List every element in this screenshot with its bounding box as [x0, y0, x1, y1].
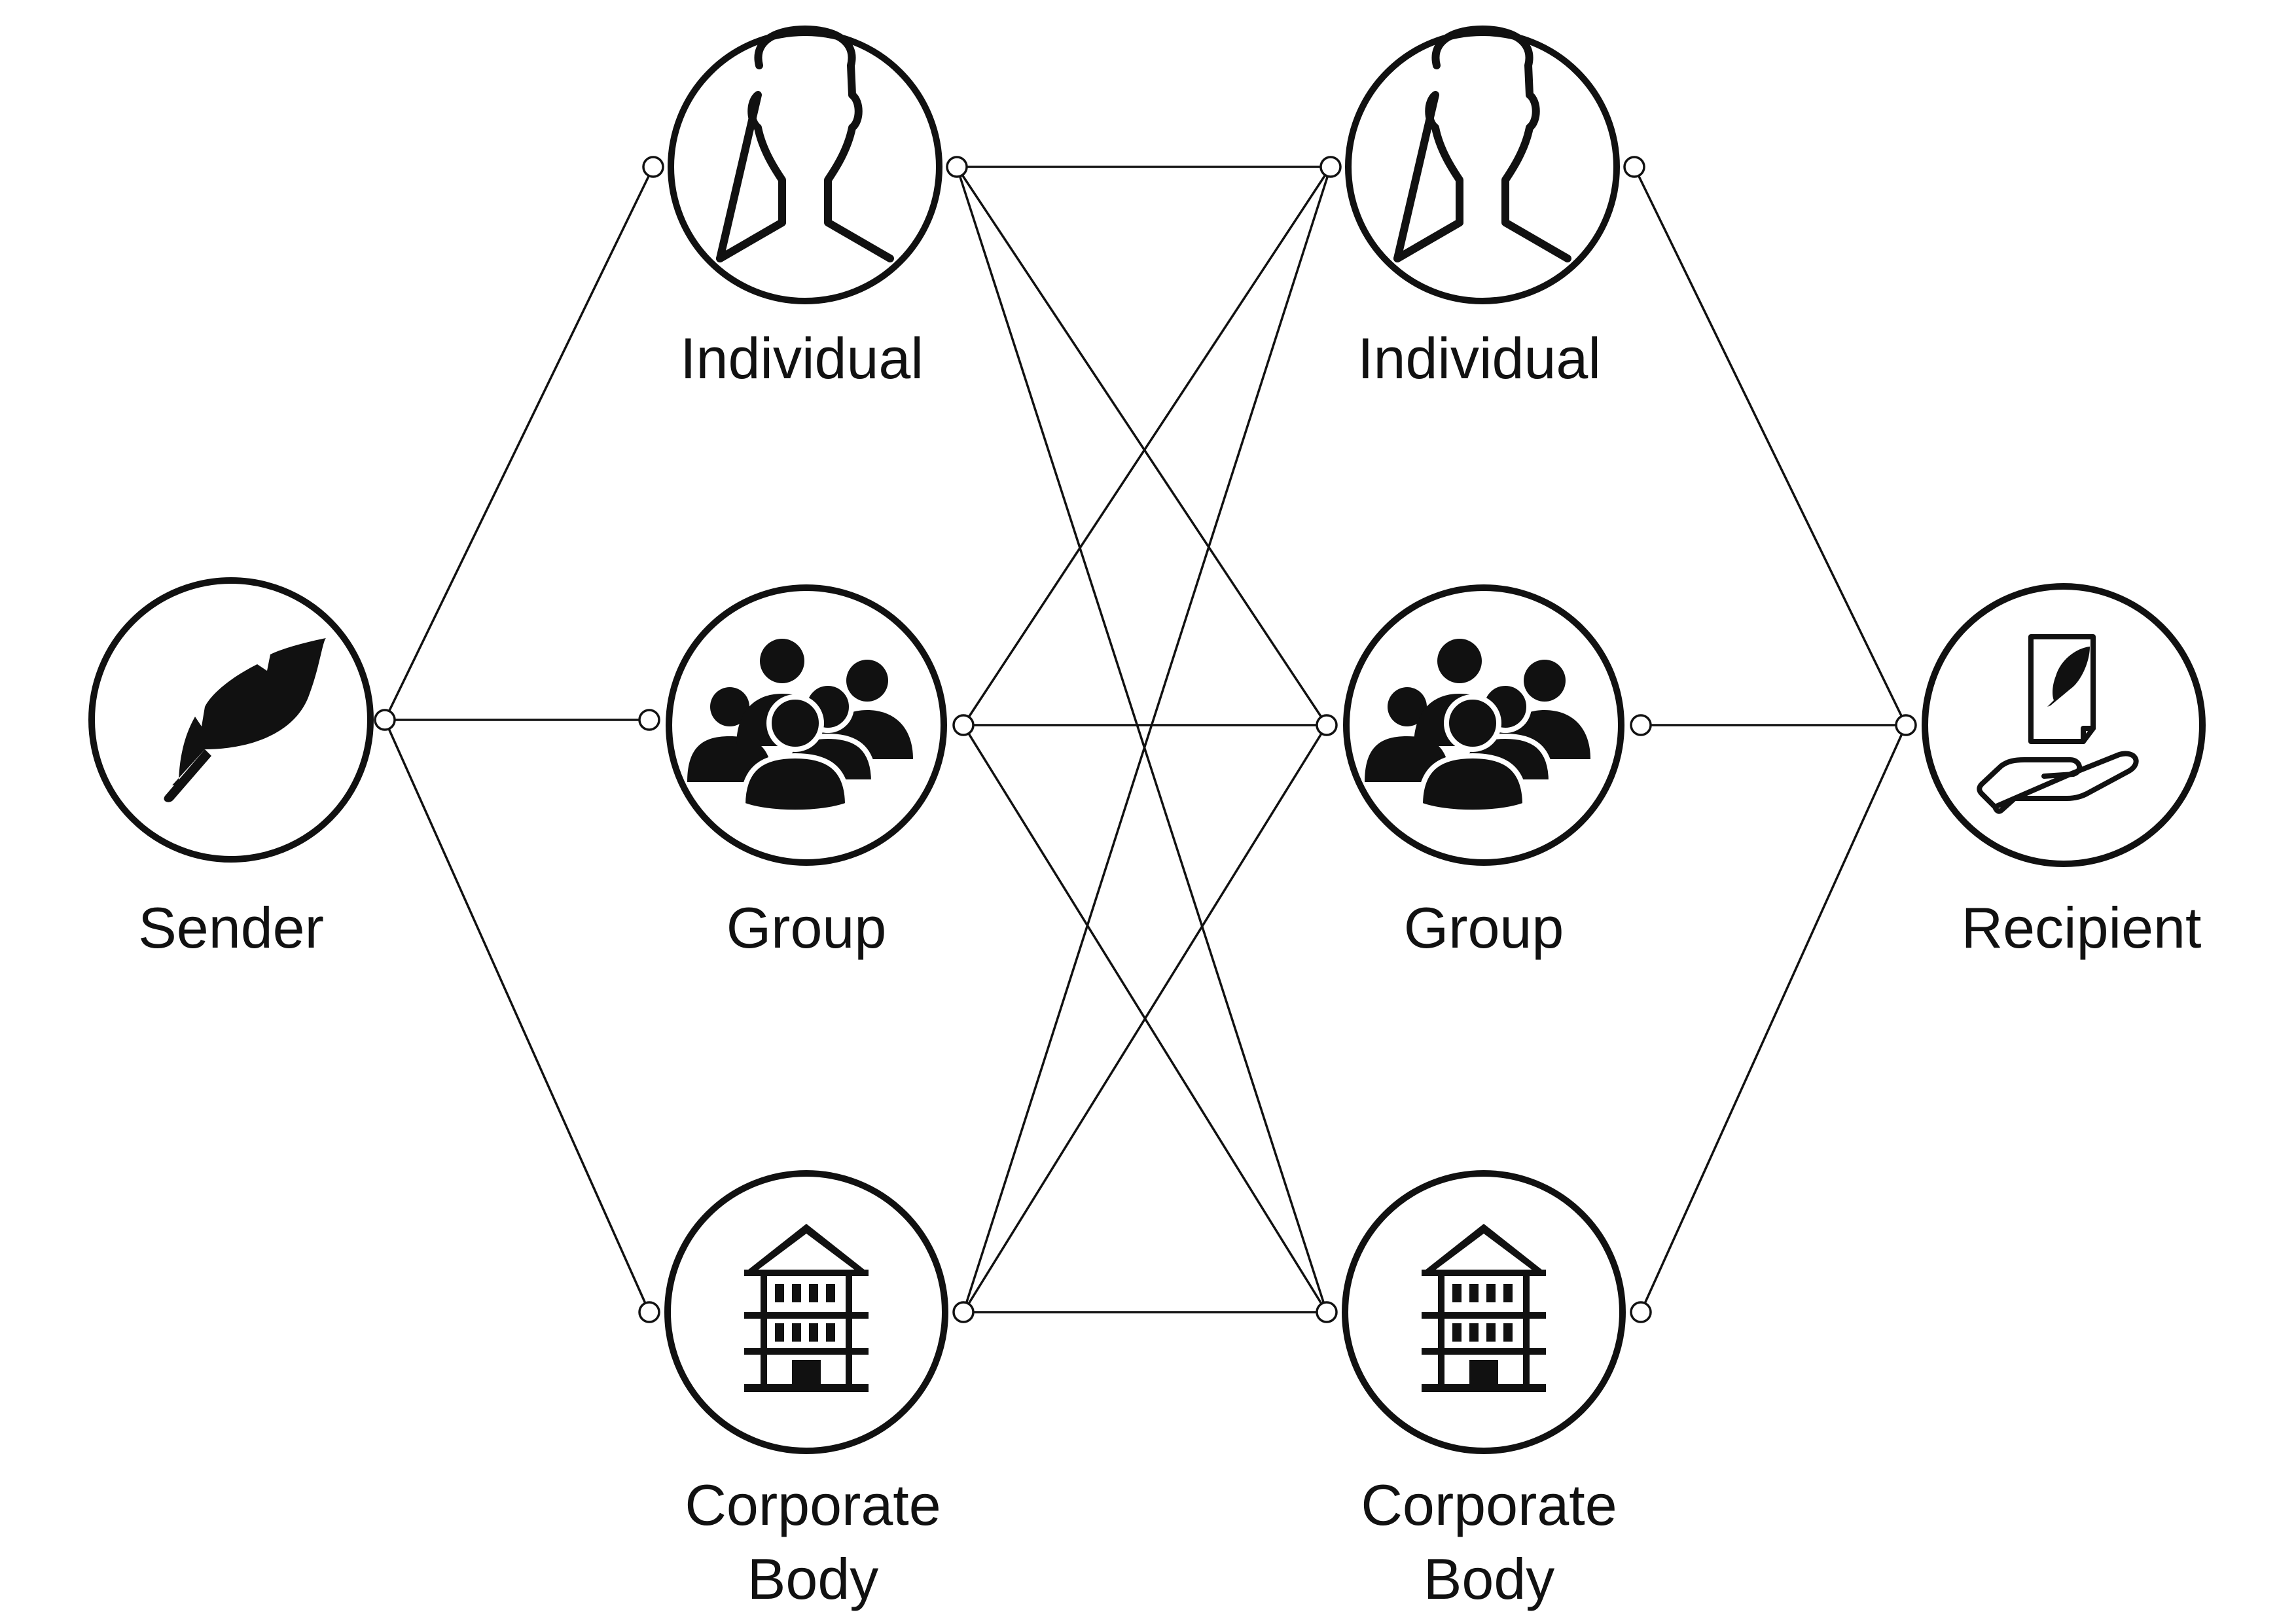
node-sender: Sender	[88, 577, 374, 960]
group-left-label: Group	[726, 895, 887, 960]
port-corporate-left-out	[952, 1301, 975, 1323]
group-right-label: Group	[1404, 895, 1564, 960]
edge-sender-individual	[384, 166, 655, 721]
port-individual-right-in	[1319, 156, 1342, 178]
port-group-right-out	[1630, 714, 1652, 736]
node-individual-left: Individual	[668, 29, 942, 391]
ports	[374, 156, 1917, 1323]
individual-left-label: Individual	[680, 326, 924, 391]
corporate-left-label-line2: Body	[747, 1546, 879, 1611]
port-group-right-in	[1316, 714, 1338, 736]
recipient-label: Recipient	[1962, 895, 2202, 960]
node-recipient: Recipient	[1922, 583, 2206, 960]
node-group-left: Group	[666, 584, 947, 960]
node-corporate-left: Corporate Body	[664, 1170, 948, 1611]
edges	[384, 166, 1907, 1313]
port-sender-out	[374, 709, 396, 731]
feather-icon	[164, 638, 326, 802]
port-individual-left-out	[946, 156, 968, 178]
individual-right-label: Individual	[1357, 326, 1601, 391]
edge-individual-corporate	[956, 166, 1328, 1313]
node-individual-right: Individual	[1345, 29, 1620, 391]
node-group-right: Group	[1343, 584, 1624, 960]
port-group-left-in	[638, 709, 660, 731]
edge-individual-recipient	[1633, 166, 1907, 726]
edge-group-individual	[962, 166, 1332, 726]
port-individual-left-in	[642, 156, 664, 178]
port-corporate-right-in	[1316, 1301, 1338, 1323]
port-individual-right-out	[1623, 156, 1645, 178]
edge-individual-group	[956, 166, 1328, 726]
edge-corporate-individual	[962, 166, 1332, 1313]
node-corporate-right: Corporate Body	[1342, 1170, 1626, 1611]
port-group-left-out	[952, 714, 975, 736]
corporate-left-label-line1: Corporate	[685, 1472, 941, 1537]
corporate-right-label-line2: Body	[1424, 1546, 1555, 1611]
sender-label: Sender	[138, 895, 324, 960]
edge-corporate-group	[962, 724, 1328, 1313]
corporate-right-label-line1: Corporate	[1361, 1472, 1617, 1537]
port-corporate-left-in	[638, 1301, 660, 1323]
edge-corporate-recipient	[1640, 724, 1907, 1313]
port-recipient-in	[1895, 714, 1917, 736]
port-corporate-right-out	[1630, 1301, 1652, 1323]
edge-sender-corporate	[384, 719, 651, 1313]
document-hand-icon	[1977, 634, 2139, 814]
